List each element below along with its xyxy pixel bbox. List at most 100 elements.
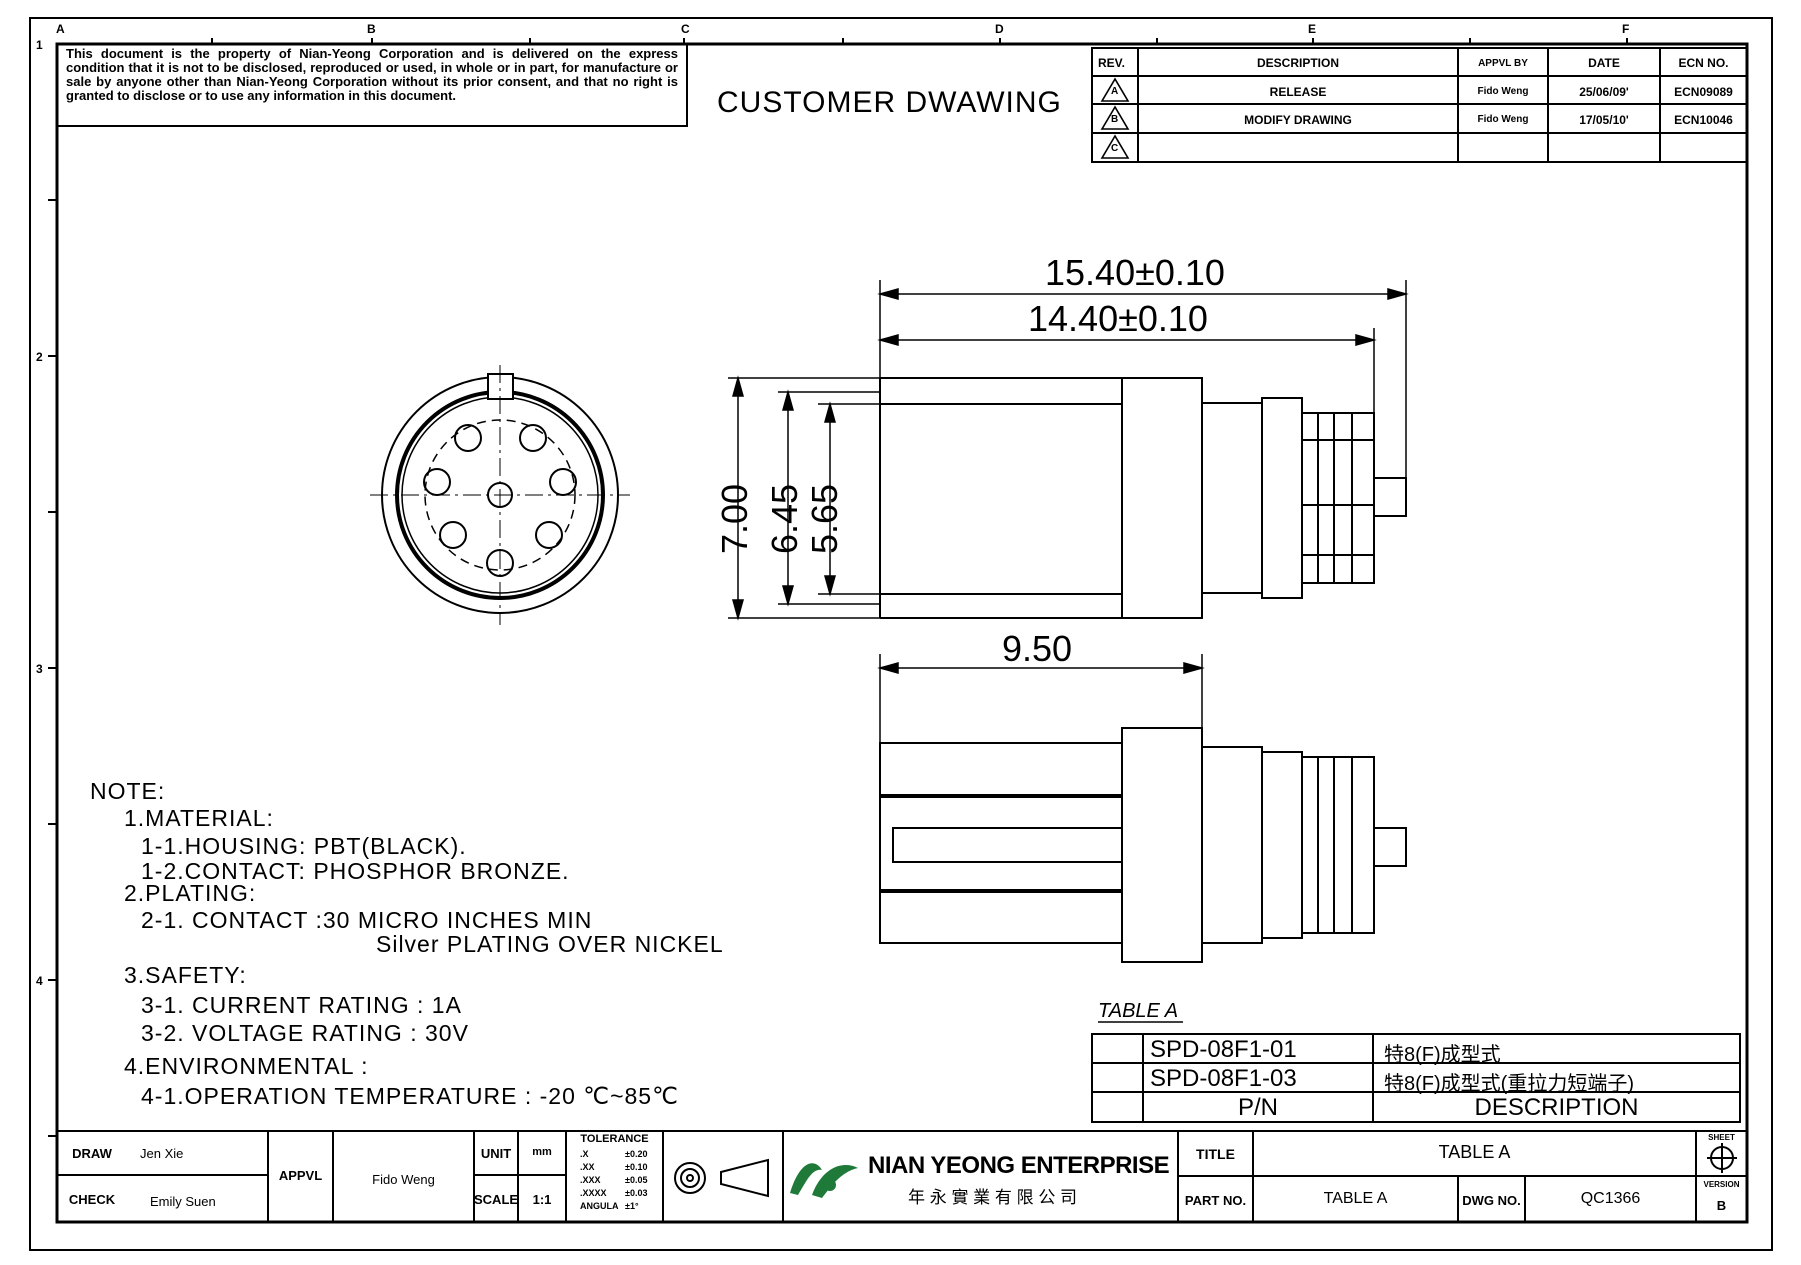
table-a-pn: SPD-08F1-03 bbox=[1150, 1065, 1297, 1092]
company-name-cn: 年 永 實 業 有 限 公 司 bbox=[908, 1188, 1078, 1207]
rev-a-letter: A bbox=[1111, 86, 1119, 97]
unit-value: mm bbox=[532, 1146, 552, 1158]
tolerance-key: .XXXX bbox=[580, 1188, 607, 1198]
projection-symbol bbox=[674, 1158, 769, 1198]
tolerance-key: .XXX bbox=[580, 1175, 601, 1185]
rev-triangles bbox=[1100, 77, 1130, 159]
zone-row-4: 4 bbox=[36, 974, 43, 988]
version-value: B bbox=[1716, 1198, 1727, 1213]
note-line: 3-1. CURRENT RATING : 1A bbox=[141, 992, 462, 1018]
rev-a-ecn: ECN09089 bbox=[1674, 85, 1733, 99]
unit-label: UNIT bbox=[480, 1146, 512, 1161]
zone-row-1: 1 bbox=[36, 38, 43, 52]
dim-housing-length: 9.50 bbox=[1002, 628, 1073, 669]
zone-col-b: B bbox=[367, 22, 376, 36]
note-line: 3.SAFETY: bbox=[124, 962, 247, 988]
tolerance-key: .XX bbox=[580, 1162, 595, 1172]
appvl-label: APPVL bbox=[278, 1168, 323, 1183]
table-a-pn-header: P/N bbox=[1237, 1094, 1278, 1121]
table-a-description: 特8(F)成型式 bbox=[1384, 1044, 1501, 1066]
zone-ticks bbox=[48, 38, 1628, 1137]
note-line: 1.MATERIAL: bbox=[124, 805, 274, 831]
zone-row-3: 3 bbox=[36, 662, 43, 676]
disclaimer-text: This document is the property of Nian-Ye… bbox=[66, 46, 678, 103]
rev-approved-header: APPVL BY bbox=[1478, 58, 1528, 69]
rev-date-header: DATE bbox=[1588, 56, 1620, 70]
side-view bbox=[879, 377, 1407, 619]
note-line: 3-2. VOLTAGE RATING : 30V bbox=[141, 1020, 469, 1046]
zone-col-f: F bbox=[1622, 22, 1630, 36]
dim-height-mid: 6.45 bbox=[764, 483, 805, 555]
tolerance-label: TOLERANCE bbox=[580, 1133, 649, 1145]
draw-label: DRAW bbox=[72, 1146, 112, 1161]
rev-description-header: DESCRIPTION bbox=[1256, 56, 1339, 70]
scale-label: SCALE bbox=[474, 1192, 519, 1207]
rev-b-letter: B bbox=[1111, 114, 1119, 125]
table-a-grid bbox=[1091, 1021, 1741, 1123]
table-a-description-header: DESCRIPTION bbox=[1474, 1094, 1639, 1121]
note-line: 1-1.HOUSING: PBT(BLACK). bbox=[141, 833, 467, 859]
dwgno-label: DWG NO. bbox=[1462, 1193, 1521, 1208]
tolerance-value: ±0.20 bbox=[625, 1149, 648, 1159]
rev-b-approver: Fido Weng bbox=[1477, 114, 1529, 125]
dwgno-value: QC1366 bbox=[1580, 1190, 1641, 1207]
outer-frame bbox=[29, 17, 1773, 1251]
tolerance-key: .X bbox=[580, 1149, 589, 1159]
table-a-pn: SPD-08F1-01 bbox=[1150, 1036, 1297, 1063]
sheet-label: SHEET bbox=[1708, 1133, 1735, 1142]
tolerance-key: ANGULA bbox=[580, 1201, 619, 1211]
dim-body-length: 14.40±0.10 bbox=[1028, 298, 1208, 339]
note-line: 4.ENVIRONMENTAL : bbox=[124, 1053, 369, 1079]
drawing-title: CUSTOMER DWAWING bbox=[717, 86, 1062, 119]
partno-label: PART NO. bbox=[1184, 1193, 1247, 1208]
partno-value: TABLE A bbox=[1323, 1190, 1388, 1207]
check-label: CHECK bbox=[68, 1192, 116, 1207]
company-name: NIAN YEONG ENTERPRISE bbox=[868, 1152, 1170, 1179]
check-value: Emily Suen bbox=[150, 1194, 216, 1209]
rev-a-approver: Fido Weng bbox=[1477, 86, 1529, 97]
zone-col-d: D bbox=[995, 22, 1004, 36]
version-label: VERSION bbox=[1703, 1180, 1740, 1189]
table-a-title: TABLE A bbox=[1098, 1000, 1179, 1022]
note-line: Silver PLATING OVER NICKEL bbox=[376, 931, 724, 957]
rev-ecn-header: ECN NO. bbox=[1678, 56, 1729, 70]
disclaimer-box bbox=[56, 43, 688, 127]
rev-c-letter: C bbox=[1111, 143, 1119, 154]
table-a-description: 特8(F)成型式(重拉力短端子) bbox=[1384, 1073, 1634, 1095]
tolerance-value: ±0.05 bbox=[625, 1175, 648, 1185]
dim-height-outer: 7.00 bbox=[714, 483, 755, 555]
rev-b-description: MODIFY DRAWING bbox=[1244, 113, 1352, 127]
appvl-value: Fido Weng bbox=[372, 1172, 435, 1187]
dim-height-inner: 5.65 bbox=[804, 483, 845, 555]
rev-a-date: 25/06/09' bbox=[1579, 85, 1629, 99]
dim-overall-length: 15.40±0.10 bbox=[1045, 252, 1225, 293]
scale-value: 1:1 bbox=[532, 1192, 552, 1207]
title-block-grid bbox=[57, 1130, 1747, 1222]
note-line: 2-1. CONTACT :30 MICRO INCHES MIN bbox=[141, 907, 593, 933]
bottom-view-dimensions bbox=[877, 654, 1205, 743]
title-value: TABLE A bbox=[1438, 1142, 1511, 1162]
side-view-dimensions bbox=[728, 280, 1409, 621]
notes-heading: NOTE: bbox=[90, 778, 166, 804]
rev-header: REV. bbox=[1098, 56, 1125, 70]
front-view bbox=[370, 365, 630, 625]
tolerance-value: ±0.03 bbox=[625, 1188, 648, 1198]
zone-col-c: C bbox=[681, 22, 690, 36]
tolerance-value: ±1° bbox=[625, 1201, 639, 1211]
inner-frame bbox=[55, 42, 1749, 1224]
draw-value: Jen Xie bbox=[140, 1146, 184, 1161]
zone-row-2: 2 bbox=[36, 350, 43, 364]
company-logo bbox=[790, 1163, 858, 1198]
sheet-symbol bbox=[1707, 1143, 1737, 1173]
title-label: TITLE bbox=[1196, 1146, 1235, 1162]
note-line: 4-1.OPERATION TEMPERATURE : -20 ℃~85℃ bbox=[141, 1083, 679, 1109]
zone-col-e: E bbox=[1308, 22, 1317, 36]
note-line: 1-2.CONTACT: PHOSPHOR BRONZE. bbox=[141, 858, 570, 884]
rev-a-description: RELEASE bbox=[1269, 85, 1327, 99]
zone-col-a: A bbox=[56, 22, 65, 36]
tolerance-value: ±0.10 bbox=[625, 1162, 648, 1172]
rev-b-ecn: ECN10046 bbox=[1674, 113, 1733, 127]
rev-b-date: 17/05/10' bbox=[1579, 113, 1629, 127]
note-line: 2.PLATING: bbox=[124, 880, 257, 906]
